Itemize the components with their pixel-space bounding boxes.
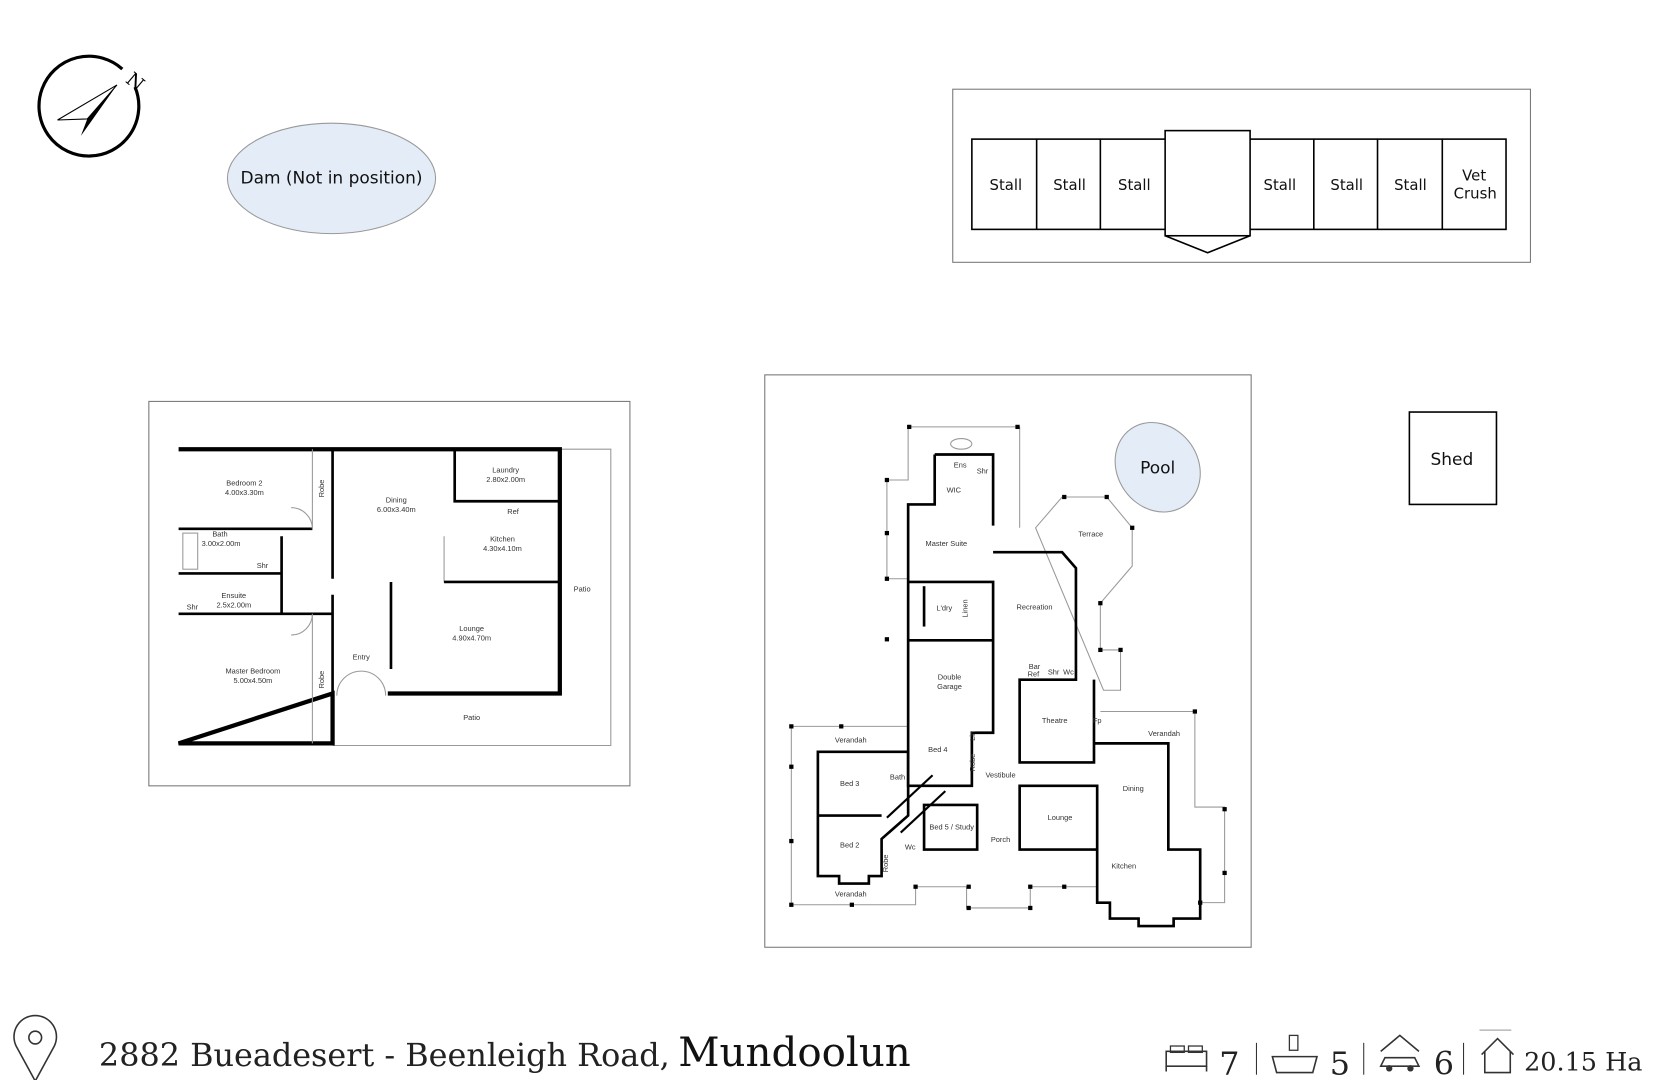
- room-label: Laundry: [492, 466, 519, 475]
- patio-label: Patio: [574, 585, 591, 594]
- room-label: Lin: [968, 731, 977, 741]
- bath-icon: [1271, 1034, 1319, 1074]
- stall-label: Stall: [1053, 176, 1086, 194]
- room-label: Fp: [1093, 716, 1102, 725]
- room-label: Dining: [386, 495, 407, 504]
- shower-label: Shr: [257, 561, 269, 570]
- room-label: Verandah: [835, 735, 867, 744]
- room-label: Wc: [905, 843, 916, 852]
- room-label: Theatre: [1042, 716, 1068, 725]
- room-label: Verandah: [1148, 729, 1180, 738]
- room-label: Master Suite: [926, 539, 968, 548]
- bath-count: 5: [1330, 1045, 1350, 1080]
- patio-label: Patio: [463, 713, 480, 722]
- room-label: Bath: [890, 772, 905, 781]
- room-label: Bath: [212, 529, 227, 538]
- main-house-plan: Ens Shr WIC Master Suite Terrace L'dry L…: [764, 374, 1252, 948]
- room-label: Dining: [1123, 784, 1144, 793]
- stall-label: Stall: [1118, 176, 1151, 194]
- entry-label: Entry: [353, 652, 371, 661]
- room-size: 4.30x4.10m: [483, 544, 522, 553]
- room-label: Kitchen: [1111, 862, 1136, 871]
- bed-icon: [1165, 1045, 1208, 1072]
- shower-label: Shr: [187, 603, 199, 612]
- vet-crush-label: Crush: [1454, 185, 1497, 203]
- stall-label: Stall: [990, 176, 1023, 194]
- stall-label: Stall: [1264, 176, 1297, 194]
- compass-icon: N: [37, 54, 149, 158]
- room-label: Bedroom 2: [226, 478, 262, 487]
- room-label: Lounge: [1048, 813, 1073, 822]
- stables: Stall Stall Stall Stall Stall Stall Vet …: [952, 88, 1531, 263]
- suburb-text: Mundoolun: [678, 1029, 911, 1076]
- room-label: Linen: [961, 599, 970, 617]
- room-label: Ensuite: [221, 591, 246, 600]
- address-text: 2882 Bueadesert - Beenleigh Road,Mundool…: [99, 1029, 911, 1076]
- land-size: 20.15 Ha: [1524, 1047, 1642, 1077]
- room-label: Terrace: [1078, 529, 1103, 538]
- room-label: Wc: [1063, 667, 1074, 676]
- room-label: Master Bedroom: [225, 666, 280, 675]
- room-size: 6.00x3.40m: [377, 505, 416, 514]
- room-label: Double: [938, 673, 962, 682]
- room-size: 4.00x3.30m: [225, 488, 264, 497]
- pool: Pool: [1114, 421, 1201, 513]
- room-label: Garage: [937, 682, 962, 691]
- garage-car-icon: [1379, 1034, 1421, 1072]
- room-label: WIC: [947, 486, 962, 495]
- room-label: Shr: [1048, 667, 1060, 676]
- footer-bar: 2882 Bueadesert - Beenleigh Road,Mundool…: [13, 1014, 1642, 1080]
- room-label: Recreation: [1017, 603, 1053, 612]
- room-label: Ref: [1028, 669, 1040, 678]
- room-size: 5.00x4.50m: [234, 676, 273, 685]
- room-label: Vestibule: [985, 770, 1015, 779]
- stall-label: Stall: [1394, 176, 1427, 194]
- pool-label: Pool: [1140, 459, 1175, 479]
- car-count: 6: [1434, 1045, 1454, 1080]
- room-label: Porch: [991, 835, 1010, 844]
- robe-label: Robe: [317, 671, 326, 689]
- room-size: 2.80x2.00m: [486, 475, 525, 484]
- land-size-icon: [1479, 1029, 1515, 1074]
- room-label: Robe: [881, 854, 890, 872]
- room-label: Robe: [968, 754, 977, 772]
- vet-crush-label: Vet: [1462, 167, 1486, 185]
- location-pin-icon: [13, 1014, 58, 1080]
- north-label: N: [121, 68, 149, 96]
- room-label: Kitchen: [490, 535, 515, 544]
- second-dwelling-plan: Bedroom 2 4.00x3.30m Dining 6.00x3.40m L…: [148, 400, 631, 787]
- room-size: 4.90x4.70m: [452, 633, 491, 642]
- room-label: Bed 4: [928, 745, 947, 754]
- dam: Dam (Not in position): [226, 122, 437, 235]
- robe-label: Robe: [317, 480, 326, 498]
- room-label: Bed 5 / Study: [929, 822, 974, 831]
- room-label: Lounge: [459, 624, 484, 633]
- room-label: L'dry: [936, 604, 952, 613]
- bed-count: 7: [1219, 1045, 1239, 1080]
- dam-label: Dam (Not in position): [241, 169, 423, 189]
- room-label: Ens: [954, 460, 967, 469]
- shed: Shed: [1408, 411, 1498, 506]
- room-label: Verandah: [835, 889, 867, 898]
- ref-label: Ref: [507, 507, 519, 516]
- stall-label: Stall: [1330, 176, 1363, 194]
- room-size: 3.00x2.00m: [202, 539, 241, 548]
- room-label: Bed 2: [840, 840, 859, 849]
- shed-label: Shed: [1430, 450, 1473, 470]
- room-size: 2.5x2.00m: [216, 600, 251, 609]
- room-label: Bar: [1029, 662, 1041, 671]
- room-label: Shr: [977, 467, 989, 476]
- room-label: Bed 3: [840, 779, 859, 788]
